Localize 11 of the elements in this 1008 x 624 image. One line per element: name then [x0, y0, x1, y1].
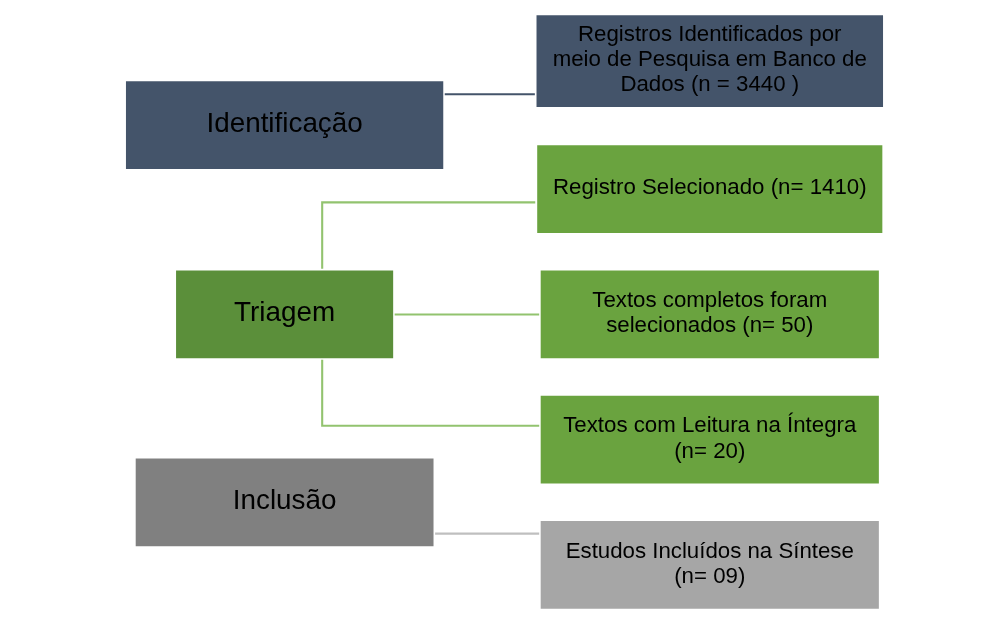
node-box: Inclusão [132, 455, 436, 549]
connector [320, 201, 535, 269]
connector [394, 313, 539, 316]
connector [320, 359, 539, 427]
node-box: Textos com Leitura na Íntegra (n= 20) [537, 393, 882, 487]
node-box: Identificação [122, 78, 446, 172]
connector [434, 532, 539, 535]
connector [444, 93, 535, 96]
node-box: Registros Identificados por meio de Pesquisa em Banco de Dados (n = 3440 ) [533, 12, 886, 110]
node-box: Textos completos foram selecionados (n= 50) [537, 267, 882, 362]
node-box: Estudos Incluídos na Síntese (n= 09) [537, 518, 882, 612]
